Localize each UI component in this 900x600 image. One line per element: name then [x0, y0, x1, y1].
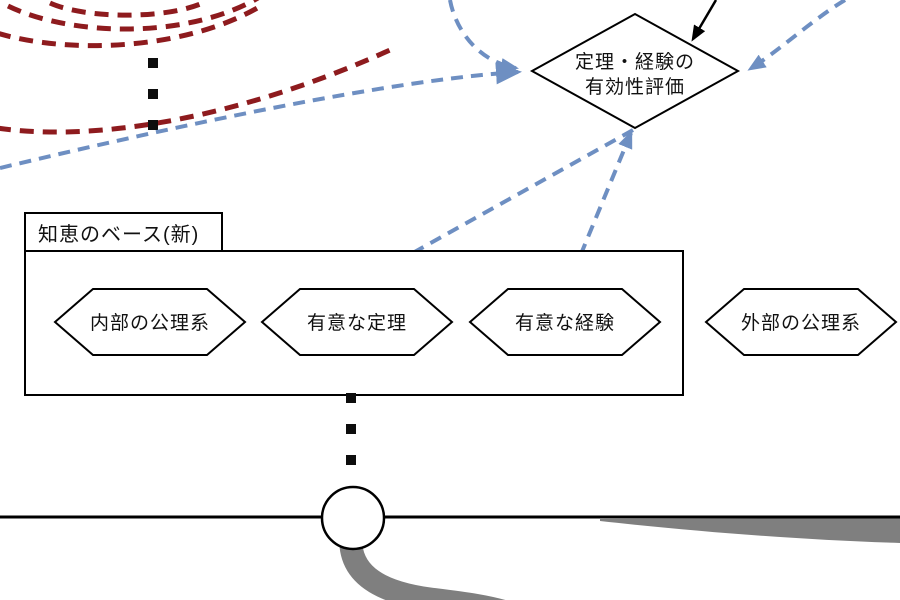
arrow-top-right-to-diamond — [747, 0, 847, 71]
hexagon-significant-theorems-label: 有意な定理 — [307, 312, 407, 334]
hexagon-significant-theorems — [260, 288, 454, 356]
hexagon-internal-axioms — [53, 288, 247, 356]
red-dashed-arc-2 — [6, 0, 260, 32]
hexagon-significant-experiences-label: 有意な経験 — [515, 312, 615, 334]
diamond-label-line2: 有効性評価 — [585, 76, 685, 98]
red-dashed-arc-3 — [0, 1, 266, 49]
circle-node — [320, 485, 386, 551]
gray-swoosh-right — [600, 518, 900, 543]
diamond-label-line1: 定理・経験の — [575, 51, 695, 73]
knowledge-base-group: 知恵のベース(新) 内部の公理系 有意な定理 有意な経験 — [24, 212, 684, 396]
hexagon-external-axioms-label: 外部の公理系 — [741, 312, 861, 334]
red-dashed-arc-outer — [0, 47, 392, 135]
black-arrow-to-diamond — [691, 0, 718, 42]
arrow-diamond-to-significant-experiences — [567, 130, 633, 286]
red-dashed-ellipse-arcs — [0, 0, 392, 135]
blue-dashed-arrows — [0, 0, 847, 286]
knowledge-base-title: 知恵のベース(新) — [38, 223, 199, 246]
hexagon-significant-experiences — [468, 288, 662, 356]
arrow-top-left-to-diamond — [448, 0, 519, 73]
gray-swoosh-from-circle — [339, 544, 506, 600]
hexagon-external-axioms — [704, 288, 898, 356]
red-dashed-arc-inner — [48, 0, 209, 18]
knowledge-base-title-box — [24, 212, 223, 252]
arrow-left-long-to-diamond — [0, 62, 522, 170]
evaluation-diamond: 定理・経験の 有効性評価 — [529, 12, 741, 130]
external-hexagon-group: 外部の公理系 — [704, 288, 898, 356]
hexagon-internal-axioms-label: 内部の公理系 — [90, 312, 210, 334]
evaluation-diamond-shape — [529, 12, 741, 130]
